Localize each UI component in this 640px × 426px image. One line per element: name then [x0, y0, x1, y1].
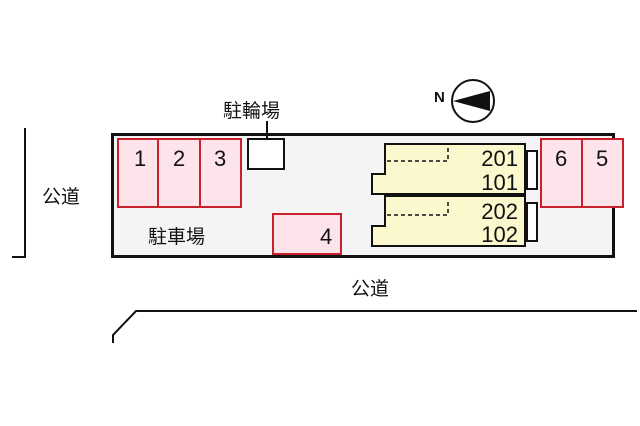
parking-space-number: 1 [134, 146, 147, 171]
unit-202: 202 [481, 199, 518, 224]
parking-space-3: 3 [199, 138, 242, 208]
parking-space-4: 4 [272, 213, 342, 255]
road-label-left: 公道 [42, 186, 81, 208]
parking-space-number: 3 [214, 146, 227, 171]
parking-lot-label: 駐車場 [148, 226, 206, 248]
left-road-edge-foot [12, 256, 26, 258]
parking-space-number: 5 [596, 146, 609, 171]
compass-n-label: N [434, 89, 445, 106]
parking-space-number: 6 [555, 146, 568, 171]
porch-lower [526, 202, 538, 242]
unit-201: 201 [481, 146, 518, 171]
north-compass-icon [451, 79, 495, 123]
parking-space-1: 1 [117, 138, 159, 208]
parking-space-2: 2 [157, 138, 201, 208]
bicycle-parking-area [247, 138, 285, 170]
porch-upper [526, 150, 538, 190]
parking-space-number: 2 [173, 146, 186, 171]
bottom-road-edge [112, 310, 637, 343]
left-road-edge [24, 128, 26, 258]
parking-space-5: 5 [581, 138, 624, 208]
unit-101: 101 [481, 170, 518, 195]
parking-space-6: 6 [540, 138, 583, 208]
bicycle-parking-label: 駐輪場 [223, 100, 281, 122]
bicycle-parking-leader-line [266, 121, 268, 151]
parking-space-number: 4 [320, 224, 333, 249]
unit-102: 102 [481, 222, 518, 247]
apartment-building [371, 143, 526, 247]
road-label-bottom: 公道 [351, 278, 390, 300]
